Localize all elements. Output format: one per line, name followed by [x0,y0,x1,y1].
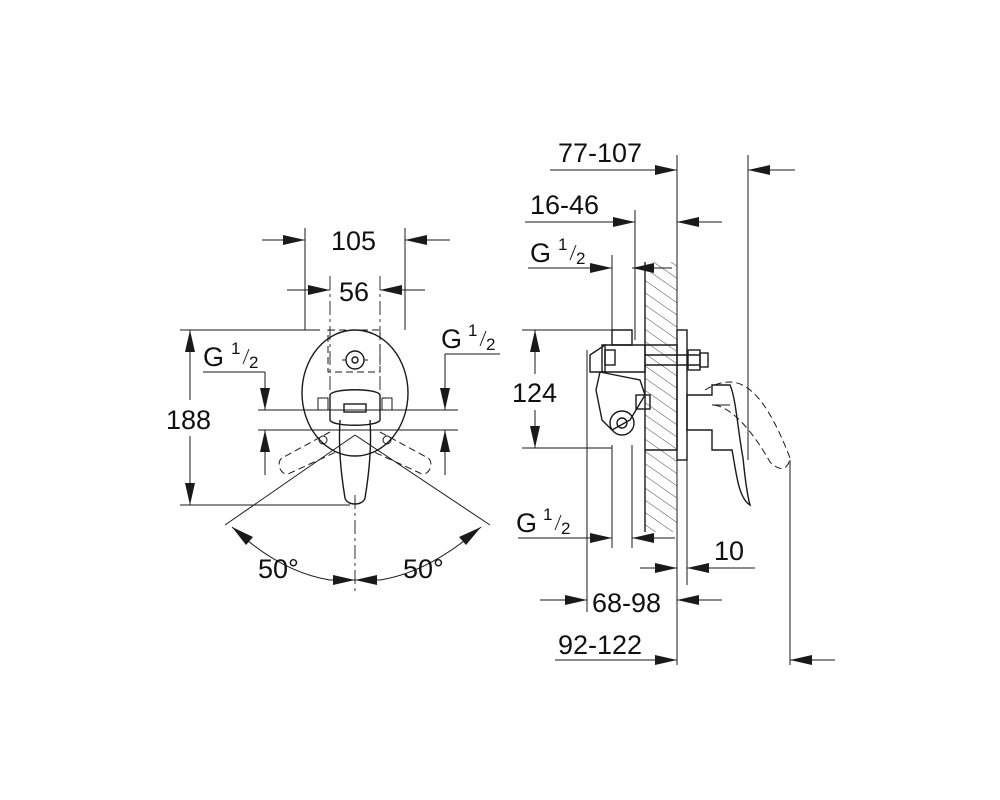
svg-text:1: 1 [558,235,567,254]
svg-text:1: 1 [543,505,552,524]
lever-handle [338,419,372,505]
svg-text:124: 124 [512,378,557,408]
dimension-10: 10 [640,460,755,585]
lever-handle-side-alt [704,381,791,469]
cover-plate [301,329,409,457]
svg-text:G: G [516,508,537,538]
dimension-105-label: 105 [331,226,376,256]
dimension-68-98: 68-98 [540,350,722,618]
angle-left-label: 50° [258,554,299,584]
lever-handle-side [686,384,752,507]
svg-text:G: G [441,324,462,354]
dimension-56: 56 [287,276,425,405]
side-view: 77-107 16-46 G 1 2 [508,138,835,665]
handle-base [317,389,393,445]
svg-text:68-98: 68-98 [592,588,661,618]
svg-text:77-107: 77-107 [558,138,642,168]
svg-text:G: G [203,342,224,372]
svg-text:16-46: 16-46 [530,190,599,220]
dimension-92-122: 92-122 [555,630,835,665]
svg-text:2: 2 [486,335,495,354]
thread-label-side-bottom: G 1 2 [516,445,675,548]
dimension-188-label: 188 [166,405,211,435]
dimension-77-107: 77-107 [550,138,795,175]
svg-text:92-122: 92-122 [558,630,642,660]
cover-plate-side [676,329,688,461]
angle-dimension: 50° 50° [231,526,482,585]
svg-text:G: G [530,238,551,268]
valve-body-hidden [327,329,381,373]
dimension-105: 105 [262,226,450,330]
thread-label-left: G 1 2 [203,339,270,475]
dimension-124: 124 [508,329,612,449]
svg-text:1: 1 [231,339,240,358]
svg-text:1: 1 [468,321,477,340]
svg-text:2: 2 [249,353,258,372]
svg-text:2: 2 [561,519,570,538]
dimension-16-46: 16-46 [525,190,722,340]
valve-body-side [589,329,709,451]
svg-text:2: 2 [576,249,585,268]
front-view: 105 56 188 G 1 2 [160,226,500,595]
svg-text:10: 10 [714,536,744,566]
dimension-188: 188 [160,329,350,506]
thread-label-side-top: G 1 2 [528,235,672,330]
angle-right-label: 50° [403,554,444,584]
thread-label-right: G 1 2 [440,321,500,475]
dimension-56-label: 56 [339,277,369,307]
